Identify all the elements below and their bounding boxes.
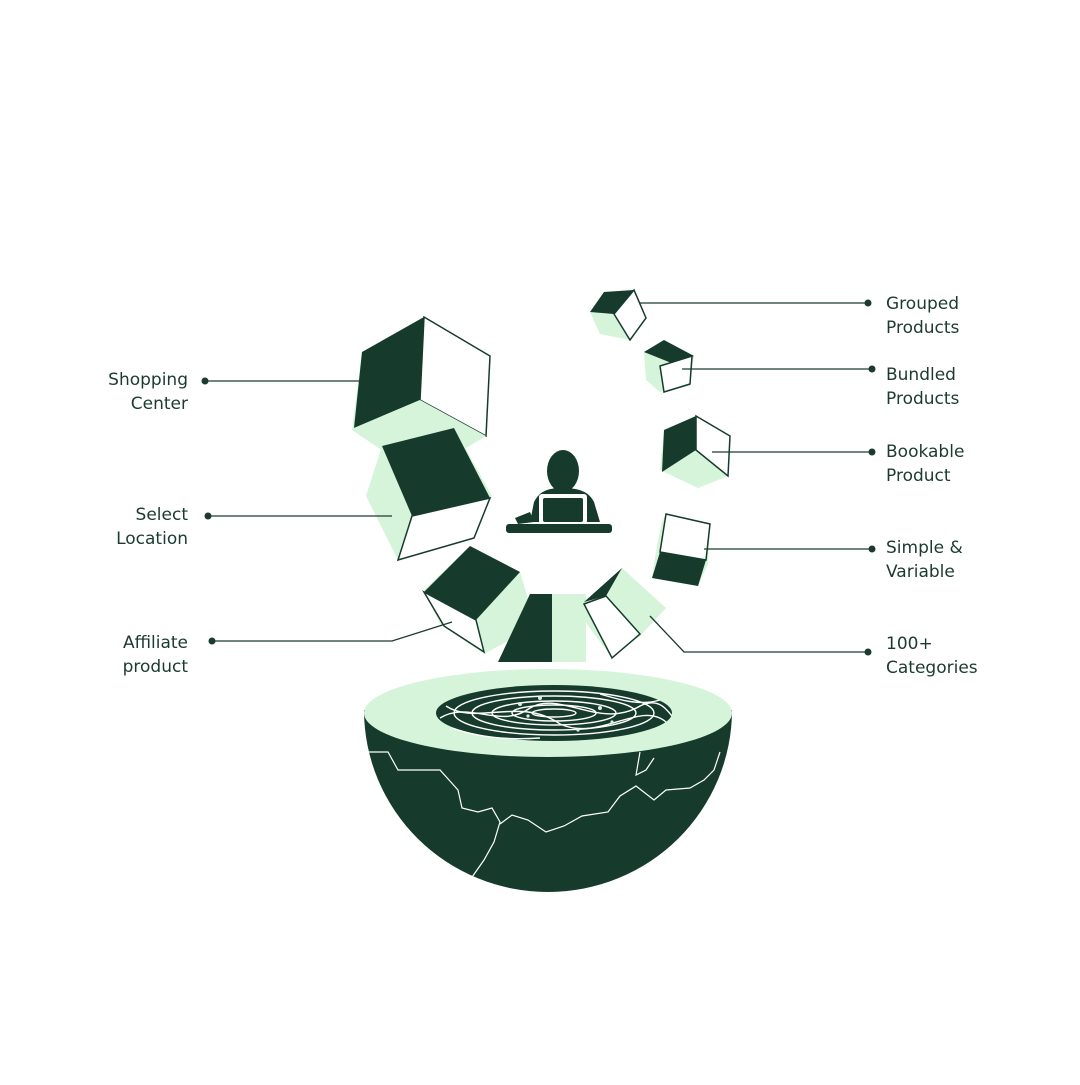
label-line: Grouped (886, 294, 960, 314)
user-with-laptop-icon (506, 450, 612, 533)
cube-icon (582, 568, 666, 660)
label-line: Categories (886, 658, 978, 678)
label-line: Select (135, 505, 188, 525)
globe-hemisphere-icon (364, 669, 732, 892)
cube-icon (644, 340, 694, 393)
label-bookable-product: Bookable Product (886, 440, 964, 488)
label-line: Center (130, 394, 188, 414)
label-line: Simple & (886, 538, 963, 558)
label-simple-variable: Simple & Variable (886, 536, 963, 584)
cube-icon (366, 428, 492, 562)
label-line: Location (116, 529, 188, 549)
cube-icon (498, 594, 586, 662)
label-line: Products (886, 389, 960, 409)
label-select-location: Select Location (116, 503, 188, 551)
label-categories: 100+ Categories (886, 632, 978, 680)
label-line: Product (886, 466, 951, 486)
label-bundled-products: Bundled Products (886, 363, 959, 411)
label-grouped-products: Grouped Products (886, 292, 959, 340)
cube-icon (660, 414, 731, 488)
label-shopping-center: Shopping Center (108, 368, 188, 416)
label-line: Products (886, 318, 960, 338)
label-line: Bundled (886, 365, 956, 385)
connector-dots (201, 299, 876, 656)
label-line: product (122, 657, 188, 677)
label-line: Variable (886, 562, 955, 582)
label-line: Affiliate (122, 633, 188, 653)
cube-icon (421, 546, 536, 654)
label-line: 100+ (886, 634, 933, 654)
label-line: Shopping (108, 370, 188, 390)
label-affiliate-product: Affiliate product (123, 631, 188, 679)
label-line: Bookable (886, 442, 965, 462)
connector-lines (205, 302, 872, 653)
cube-icon (590, 288, 647, 342)
cube-icon (652, 513, 711, 586)
